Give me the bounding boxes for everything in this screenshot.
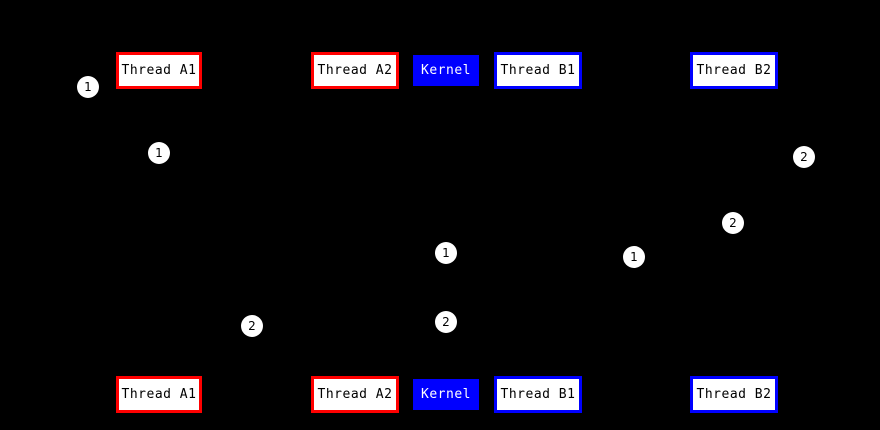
step-marker-2: 2 bbox=[435, 311, 457, 333]
participant-top-kernel[interactable]: Kernel bbox=[413, 55, 479, 86]
participant-label: Thread A2 bbox=[317, 63, 393, 78]
participant-label: Thread A1 bbox=[121, 387, 197, 402]
participant-label: Thread B1 bbox=[500, 63, 576, 78]
step-marker-1: 1 bbox=[623, 246, 645, 268]
step-marker-1: 1 bbox=[77, 76, 99, 98]
participant-label: Thread B2 bbox=[696, 387, 772, 402]
lifeline-thread-a2 bbox=[355, 89, 356, 376]
step-marker-label: 1 bbox=[630, 250, 638, 264]
step-marker-2: 2 bbox=[241, 315, 263, 337]
step-marker-label: 2 bbox=[729, 216, 737, 230]
participant-label: Thread B1 bbox=[500, 387, 576, 402]
step-marker-label: 2 bbox=[442, 315, 450, 329]
participant-top-thread-b1[interactable]: Thread B1 bbox=[494, 52, 582, 89]
participant-bottom-thread-b1[interactable]: Thread B1 bbox=[494, 376, 582, 413]
participant-bottom-thread-a2[interactable]: Thread A2 bbox=[311, 376, 399, 413]
participant-top-thread-a1[interactable]: Thread A1 bbox=[116, 52, 202, 89]
participant-label: Kernel bbox=[421, 387, 471, 402]
participant-label: Thread A1 bbox=[121, 63, 197, 78]
step-marker-label: 1 bbox=[84, 80, 92, 94]
step-marker-1: 1 bbox=[148, 142, 170, 164]
step-marker-1: 1 bbox=[435, 242, 457, 264]
step-marker-label: 1 bbox=[442, 246, 450, 260]
step-marker-2: 2 bbox=[722, 212, 744, 234]
step-marker-2: 2 bbox=[793, 146, 815, 168]
participant-bottom-thread-b2[interactable]: Thread B2 bbox=[690, 376, 778, 413]
participant-label: Thread A2 bbox=[317, 387, 393, 402]
participant-label: Kernel bbox=[421, 63, 471, 78]
lifeline-thread-a1 bbox=[159, 89, 160, 376]
lifeline-kernel bbox=[446, 86, 447, 379]
participant-bottom-kernel[interactable]: Kernel bbox=[413, 379, 479, 410]
participant-label: Thread B2 bbox=[696, 63, 772, 78]
participant-bottom-thread-a1[interactable]: Thread A1 bbox=[116, 376, 202, 413]
step-marker-label: 2 bbox=[800, 150, 808, 164]
step-marker-label: 2 bbox=[248, 319, 256, 333]
step-marker-label: 1 bbox=[155, 146, 163, 160]
participant-top-thread-b2[interactable]: Thread B2 bbox=[690, 52, 778, 89]
lifeline-thread-b1 bbox=[538, 89, 539, 376]
participant-top-thread-a2[interactable]: Thread A2 bbox=[311, 52, 399, 89]
